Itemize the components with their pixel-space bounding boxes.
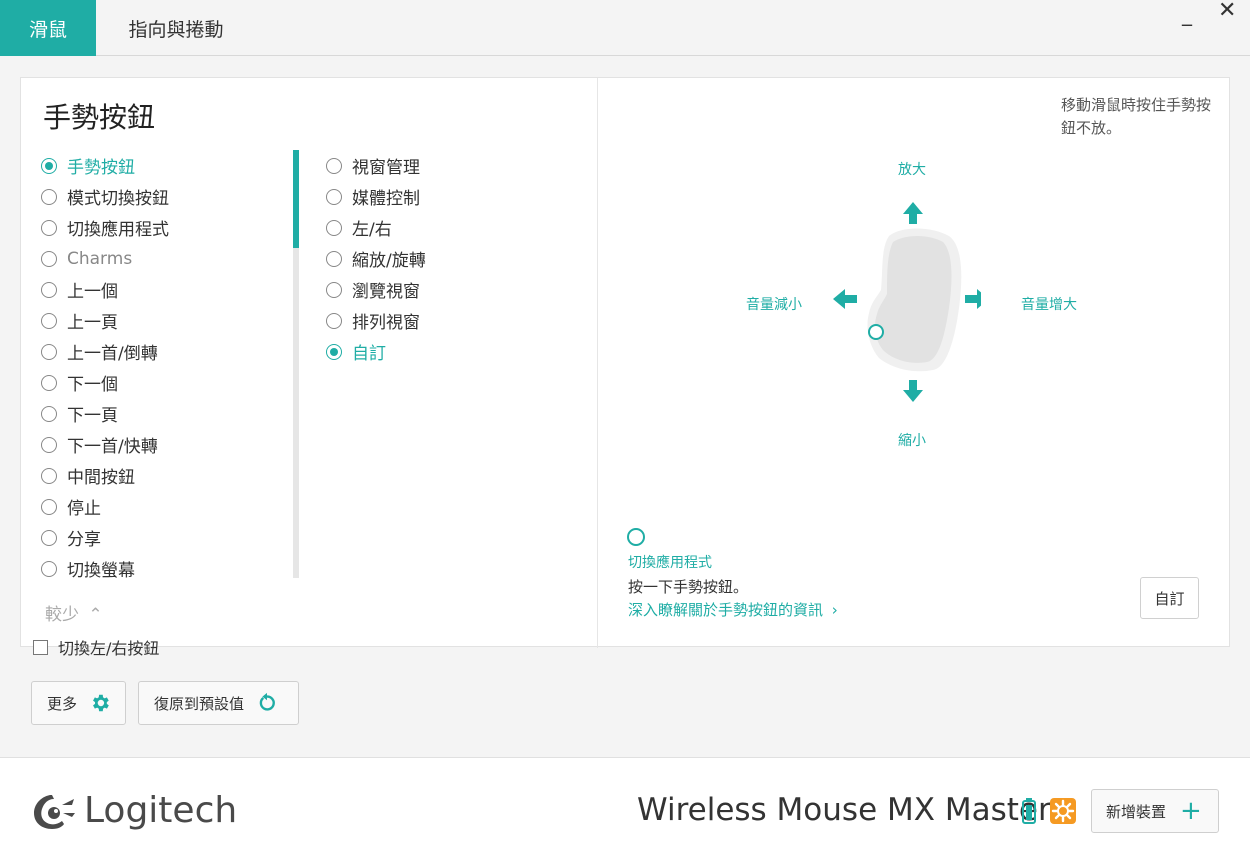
gesture-button-marker-icon bbox=[868, 324, 884, 340]
list-item[interactable]: 切換螢幕 bbox=[41, 553, 281, 578]
radio[interactable] bbox=[41, 250, 57, 267]
swap-buttons-checkbox[interactable] bbox=[33, 639, 48, 655]
radio[interactable] bbox=[326, 219, 342, 236]
list-item[interactable]: 上一首/倒轉 bbox=[41, 336, 281, 367]
list-item[interactable]: 左/右 bbox=[326, 212, 566, 243]
radio[interactable] bbox=[41, 219, 57, 236]
radio[interactable] bbox=[41, 560, 57, 577]
show-fewer-button[interactable]: 較少 ⌃ bbox=[45, 605, 103, 625]
gesture-down-label: 縮小 bbox=[898, 433, 926, 449]
page-title: 手勢按鈕 bbox=[43, 101, 156, 134]
radio[interactable] bbox=[41, 529, 57, 546]
radio[interactable] bbox=[326, 250, 342, 267]
tab-point-scroll[interactable]: 指向與捲動 bbox=[128, 18, 224, 41]
gesture-up-label: 放大 bbox=[898, 162, 926, 178]
switch-app-title: 切換應用程式 bbox=[628, 555, 712, 571]
mouse-outline-icon bbox=[867, 228, 962, 372]
chevron-right-icon: › bbox=[831, 601, 838, 619]
list-item[interactable]: 中間按鈕 bbox=[41, 460, 281, 491]
logitech-logo: Logitech bbox=[32, 790, 237, 831]
top-tab-bar: 滑鼠 指向與捲動 _ ✕ bbox=[0, 0, 1250, 56]
gesture-diagram bbox=[833, 202, 981, 402]
customize-button[interactable]: 自訂 bbox=[1140, 577, 1199, 619]
more-button[interactable]: 更多 bbox=[31, 681, 126, 725]
chevron-up-icon: ⌃ bbox=[88, 605, 103, 625]
device-name: Wireless Mouse MX Master bbox=[637, 792, 1051, 828]
radio-selected[interactable] bbox=[41, 157, 57, 174]
radio[interactable] bbox=[41, 436, 57, 453]
logitech-mark-icon bbox=[34, 794, 75, 829]
gesture-hint: 移動滑鼠時按住手勢按鈕不放。 bbox=[1061, 96, 1212, 137]
switch-app-description: 按一下手勢按鈕。 bbox=[628, 578, 749, 596]
list-item[interactable]: 自訂 bbox=[326, 336, 566, 367]
list-item[interactable]: 縮放/旋轉 bbox=[326, 243, 566, 274]
radio[interactable] bbox=[41, 467, 57, 484]
reset-icon bbox=[259, 692, 275, 711]
restore-defaults-button[interactable]: 復原到預設值 bbox=[138, 681, 299, 725]
tab-mouse[interactable]: 滑鼠 bbox=[0, 0, 96, 56]
list-item[interactable]: 上一頁 bbox=[41, 305, 281, 336]
radio[interactable] bbox=[41, 374, 57, 391]
list-item[interactable]: 分享 bbox=[41, 522, 281, 553]
learn-more-link[interactable]: 深入瞭解關於手勢按鈕的資訊 › bbox=[628, 601, 838, 619]
gear-icon bbox=[93, 694, 109, 712]
list-item[interactable]: 停止 bbox=[41, 491, 281, 522]
arrow-up-icon bbox=[903, 202, 923, 224]
list-item[interactable]: 排列視窗 bbox=[326, 305, 566, 336]
unifying-receiver-icon bbox=[1050, 798, 1076, 824]
radio[interactable] bbox=[41, 498, 57, 515]
gesture-right-label: 音量增大 bbox=[1021, 297, 1077, 313]
list-item[interactable]: 下一首/快轉 bbox=[41, 429, 281, 460]
list-item[interactable]: 視窗管理 bbox=[326, 150, 566, 181]
plus-icon: + bbox=[1180, 796, 1202, 826]
radio[interactable] bbox=[326, 312, 342, 329]
list-item[interactable]: 下一頁 bbox=[41, 398, 281, 429]
radio[interactable] bbox=[41, 405, 57, 422]
list-item[interactable]: 模式切換按鈕 bbox=[41, 181, 281, 212]
gesture-action-list: 視窗管理 媒體控制 左/右 縮放/旋轉 瀏覽視窗 排列視窗 自訂 bbox=[326, 150, 566, 367]
swap-buttons-option[interactable]: 切換左/右按鈕 bbox=[33, 636, 159, 658]
radio[interactable] bbox=[326, 157, 342, 174]
battery-icon bbox=[1022, 798, 1036, 824]
radio[interactable] bbox=[41, 188, 57, 205]
list-item[interactable]: 上一個 bbox=[41, 274, 281, 305]
arrow-down-icon bbox=[903, 380, 923, 402]
list-item[interactable]: 下一個 bbox=[41, 367, 281, 398]
arrow-right-icon bbox=[965, 289, 981, 309]
add-device-button[interactable]: 新增裝置 + bbox=[1091, 789, 1219, 833]
list-item[interactable]: Charms bbox=[41, 243, 281, 274]
footer-bar: Logitech Wireless Mouse MX Master 新增裝置 + bbox=[0, 757, 1250, 855]
radio[interactable] bbox=[41, 343, 57, 360]
list-scrollbar[interactable] bbox=[293, 150, 299, 578]
button-action-list: 手勢按鈕 模式切換按鈕 切換應用程式 Charms 上一個 上一頁 上一首/倒轉… bbox=[41, 150, 281, 578]
list-item[interactable]: 媒體控制 bbox=[326, 181, 566, 212]
close-button[interactable]: ✕ bbox=[1218, 0, 1237, 23]
gesture-panel: 手勢按鈕 手勢按鈕 模式切換按鈕 切換應用程式 Charms 上一個 上一頁 上… bbox=[20, 77, 1230, 648]
radio[interactable] bbox=[41, 312, 57, 329]
gesture-left-label: 音量減小 bbox=[746, 297, 802, 313]
panel-divider bbox=[597, 78, 598, 648]
list-item[interactable]: 瀏覽視窗 bbox=[326, 274, 566, 305]
radio-selected[interactable] bbox=[326, 343, 342, 360]
list-item[interactable]: 切換應用程式 bbox=[41, 212, 281, 243]
arrow-left-icon bbox=[833, 289, 857, 309]
scrollbar-thumb[interactable] bbox=[293, 150, 299, 248]
radio[interactable] bbox=[326, 281, 342, 298]
list-item[interactable]: 手勢按鈕 bbox=[41, 150, 281, 181]
radio[interactable] bbox=[41, 281, 57, 298]
switch-app-marker-icon bbox=[627, 528, 645, 546]
minimize-button[interactable]: _ bbox=[1182, 2, 1192, 26]
radio[interactable] bbox=[326, 188, 342, 205]
